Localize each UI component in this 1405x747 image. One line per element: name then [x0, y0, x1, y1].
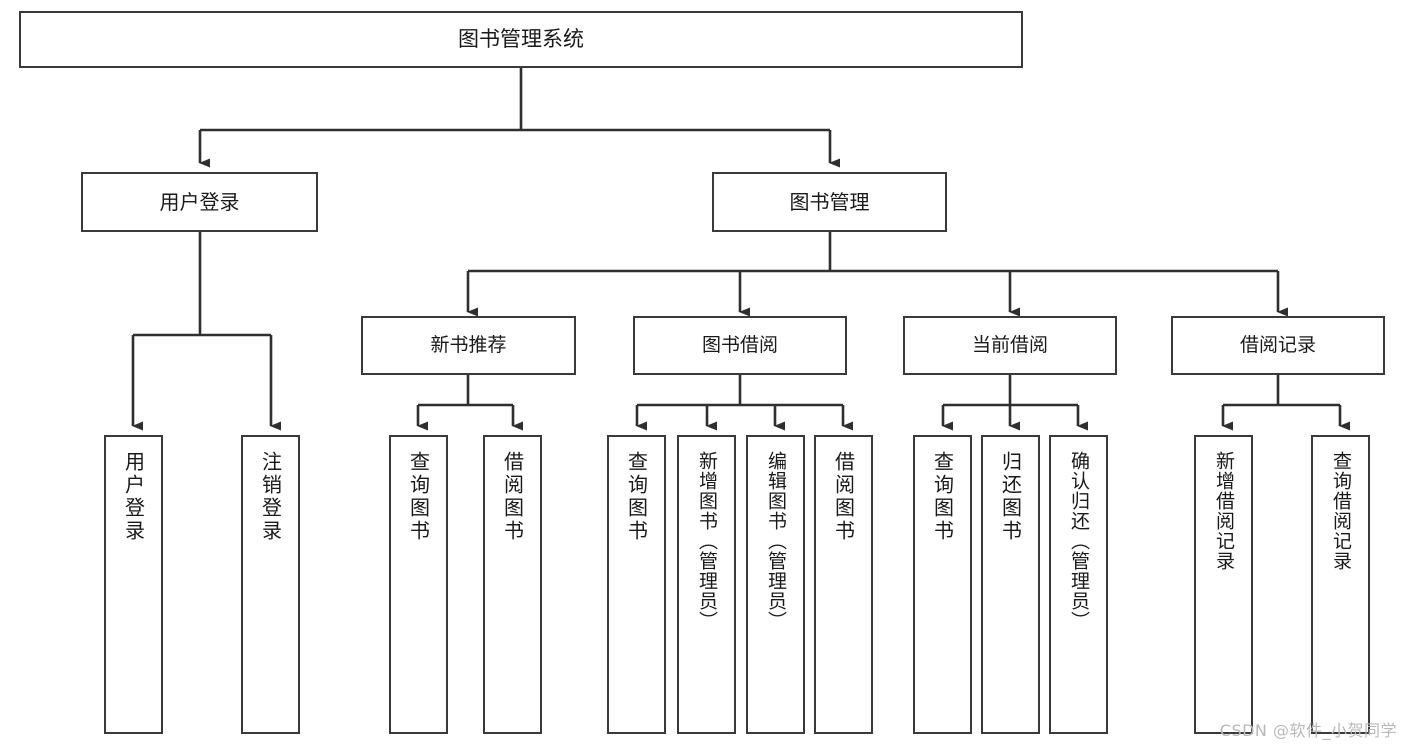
node-book-borrow-label: 图书借阅 — [701, 333, 778, 356]
leaf-add-book[interactable]: 新增图书（管理员） — [677, 435, 736, 734]
leaf-query-book-3-label: 查询图书 — [930, 451, 955, 543]
leaf-add-record-label: 新增借阅记录 — [1213, 451, 1235, 571]
node-root-system-label: 图书管理系统 — [458, 27, 584, 52]
leaf-query-book-3[interactable]: 查询图书 — [913, 435, 972, 734]
leaf-borrow-book-2[interactable]: 借阅图书 — [814, 435, 873, 734]
node-new-book-recommend-label: 新书推荐 — [430, 333, 507, 356]
leaf-user-login[interactable]: 用户登录 — [104, 435, 163, 734]
node-root-system[interactable]: 图书管理系统 — [19, 11, 1023, 68]
leaf-borrow-book-2-label: 借阅图书 — [831, 451, 856, 543]
leaf-edit-book[interactable]: 编辑图书（管理员） — [746, 435, 805, 734]
leaf-query-record-label: 查询借阅记录 — [1330, 451, 1352, 571]
leaf-query-record[interactable]: 查询借阅记录 — [1311, 435, 1370, 734]
leaf-user-login-label: 用户登录 — [121, 451, 146, 543]
node-book-borrow[interactable]: 图书借阅 — [633, 316, 847, 375]
leaf-confirm-return[interactable]: 确认归还（管理员） — [1049, 435, 1108, 734]
node-user-login-label: 用户登录 — [159, 189, 240, 214]
leaf-add-book-label: 新增图书（管理员） — [696, 451, 718, 631]
leaf-return-book-label: 归还图书 — [998, 451, 1023, 543]
leaf-user-logout-label: 注销登录 — [258, 451, 283, 543]
leaf-borrow-book-1[interactable]: 借阅图书 — [483, 435, 542, 734]
leaf-return-book[interactable]: 归还图书 — [981, 435, 1040, 734]
leaf-add-record[interactable]: 新增借阅记录 — [1194, 435, 1253, 734]
node-current-borrow-label: 当前借阅 — [971, 333, 1048, 356]
node-borrow-record[interactable]: 借阅记录 — [1171, 316, 1385, 375]
leaf-query-book-2-label: 查询图书 — [624, 451, 649, 543]
node-book-management-label: 图书管理 — [789, 189, 870, 214]
leaf-user-logout[interactable]: 注销登录 — [241, 435, 300, 734]
node-borrow-record-label: 借阅记录 — [1239, 333, 1316, 356]
node-current-borrow[interactable]: 当前借阅 — [903, 316, 1117, 375]
leaf-query-book-1[interactable]: 查询图书 — [389, 435, 448, 734]
node-user-login[interactable]: 用户登录 — [81, 172, 318, 232]
leaf-confirm-return-label: 确认归还（管理员） — [1068, 451, 1090, 631]
leaf-query-book-2[interactable]: 查询图书 — [607, 435, 666, 734]
leaf-borrow-book-1-label: 借阅图书 — [500, 451, 525, 543]
leaf-edit-book-label: 编辑图书（管理员） — [765, 451, 787, 631]
node-new-book-recommend[interactable]: 新书推荐 — [361, 316, 576, 375]
node-book-management[interactable]: 图书管理 — [712, 172, 947, 232]
leaf-query-book-1-label: 查询图书 — [406, 451, 431, 543]
